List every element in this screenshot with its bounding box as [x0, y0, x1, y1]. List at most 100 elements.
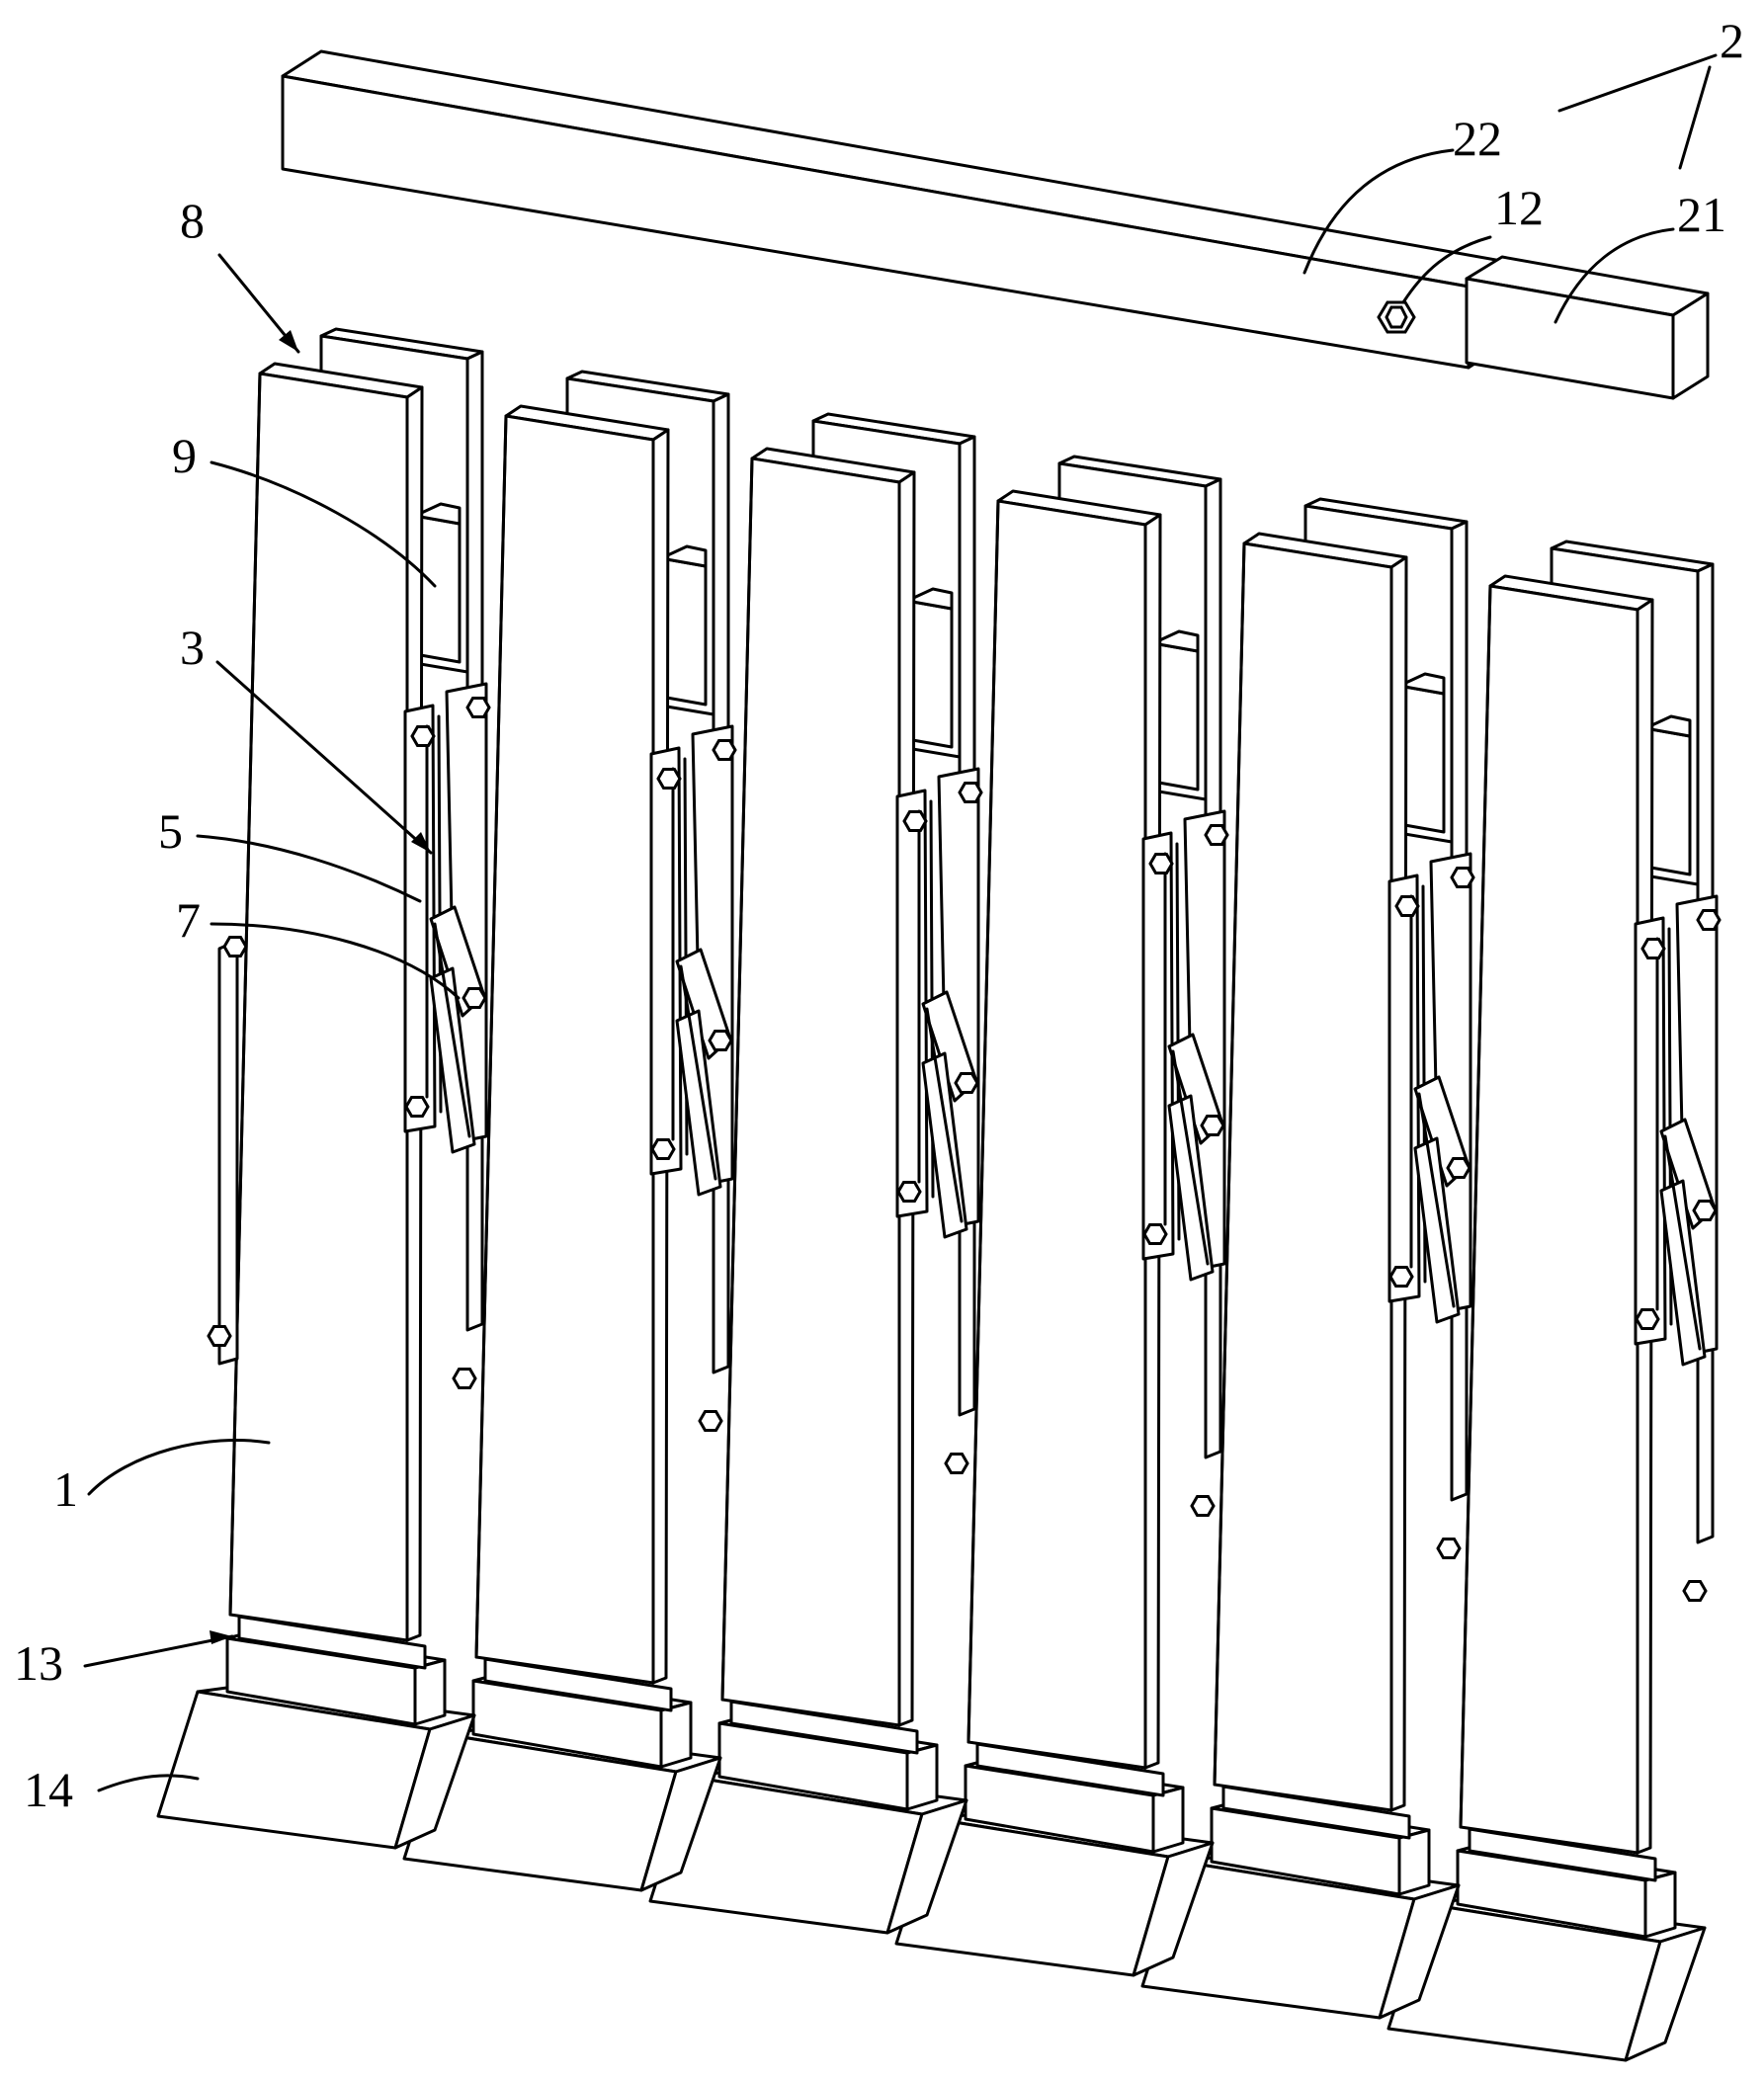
- collar-side: [1643, 1871, 1677, 1939]
- slot-window-top: [1397, 672, 1446, 696]
- base-side: [1624, 1926, 1707, 2062]
- collar-side: [905, 1743, 939, 1811]
- left-bracket-bolt-icon: [222, 935, 248, 958]
- bracket-bolt-icon: [656, 767, 682, 791]
- post-assembly: [894, 455, 1229, 1977]
- label-2: 2: [1720, 13, 1744, 68]
- bracket-bolt-icon: [1696, 908, 1722, 932]
- label-1: 1: [53, 1461, 78, 1517]
- bracket-bolt-icon: [958, 781, 983, 804]
- base-side: [393, 1713, 476, 1850]
- label-21: 21: [1677, 187, 1726, 242]
- leader-12: [1401, 235, 1492, 304]
- label-9: 9: [172, 428, 197, 483]
- brace-edge: [433, 922, 471, 1138]
- left-bracket-plate: [217, 939, 239, 1366]
- side-bolt-icon: [698, 1409, 723, 1433]
- side-bolt-icon: [1200, 1114, 1225, 1137]
- bracket-bolt-icon: [1450, 866, 1475, 889]
- post-edge: [720, 457, 754, 1702]
- label-5: 5: [158, 803, 183, 859]
- slot-window-top: [1151, 629, 1200, 653]
- beam-assembly: [281, 49, 1710, 400]
- collar-neck: [1468, 1827, 1657, 1882]
- side-bolt-icon: [452, 1367, 477, 1390]
- leader-21: [1554, 227, 1675, 324]
- label-12: 12: [1494, 180, 1544, 235]
- leader-3: [215, 660, 433, 855]
- collar-side: [1151, 1786, 1185, 1854]
- label-group: 2 22 12 21 8 9 3 5: [14, 13, 1744, 1817]
- brace-edge: [1417, 1092, 1456, 1308]
- side-bolt-icon: [1436, 1537, 1462, 1560]
- label-14: 14: [24, 1762, 73, 1817]
- collar-neck: [975, 1742, 1165, 1797]
- brace-edge: [925, 1007, 964, 1223]
- base-side: [1378, 1883, 1461, 2020]
- collar-neck: [1221, 1785, 1411, 1840]
- slot-window-top: [905, 587, 954, 611]
- leader-9: [210, 460, 437, 588]
- post-assembly: [156, 327, 491, 1850]
- label-3: 3: [180, 620, 205, 675]
- side-bolt-icon: [1682, 1579, 1708, 1603]
- post-edge: [474, 414, 508, 1659]
- base-side: [639, 1756, 722, 1892]
- bracket-bolt-icon: [1640, 937, 1666, 960]
- leader-5: [196, 834, 422, 903]
- beam-22-front: [281, 74, 1470, 370]
- arrowhead-3: [411, 832, 431, 853]
- collar-neck: [729, 1700, 919, 1755]
- brace-edge: [679, 964, 717, 1181]
- side-bolt-icon: [954, 1071, 979, 1095]
- leader-7: [210, 922, 461, 1000]
- collar-side: [413, 1658, 447, 1726]
- bracket-bolt-icon: [404, 1095, 430, 1119]
- arrowhead-8: [279, 330, 298, 352]
- bracket-bolt-icon: [1148, 852, 1174, 875]
- bracket-bolt-icon: [1394, 894, 1420, 918]
- leader-14: [97, 1774, 200, 1792]
- post-assembly: [1386, 540, 1722, 2062]
- slot-window-top: [659, 544, 708, 568]
- collar-side: [659, 1701, 693, 1769]
- post-edge: [1459, 584, 1492, 1829]
- brace-edge: [1663, 1134, 1702, 1351]
- post-assembly: [648, 412, 983, 1935]
- label-13: 13: [14, 1635, 63, 1691]
- beam-21-end: [1671, 291, 1710, 400]
- bracket-bolt-icon: [712, 738, 737, 762]
- side-bolt-icon: [1446, 1156, 1471, 1180]
- leader-2b: [1678, 65, 1712, 170]
- label-22: 22: [1453, 111, 1502, 166]
- post-array: [156, 327, 1722, 2062]
- post-assembly: [1140, 497, 1475, 2020]
- label-8: 8: [180, 193, 205, 248]
- left-bracket: [207, 935, 248, 1366]
- brace-edge: [1171, 1049, 1210, 1266]
- post-assembly: [402, 370, 737, 1892]
- bracket-bolt-icon: [1388, 1265, 1414, 1289]
- bracket-bolt-icon: [650, 1137, 676, 1161]
- post-edge: [966, 499, 1000, 1744]
- arrowhead-13: [210, 1630, 232, 1644]
- bracket-bolt-icon: [410, 724, 436, 748]
- bolt-12-inner: [1385, 305, 1408, 329]
- leader-22: [1302, 148, 1455, 275]
- slot-window-top: [1643, 714, 1692, 738]
- leader-13: [83, 1634, 234, 1668]
- bracket-bolt-icon: [902, 809, 928, 833]
- bracket-bolt-icon: [896, 1180, 922, 1204]
- post-edge: [228, 372, 262, 1617]
- collar-neck: [237, 1615, 427, 1670]
- bracket-bolt-icon: [465, 696, 491, 719]
- side-bolt-icon: [708, 1029, 733, 1052]
- left-bracket-bolt-icon: [207, 1324, 232, 1348]
- leader-1: [87, 1439, 271, 1496]
- label-7: 7: [176, 892, 201, 948]
- bracket-bolt-icon: [1142, 1222, 1168, 1246]
- bracket-bolt-icon: [1635, 1307, 1660, 1331]
- slot-window-top: [413, 502, 462, 526]
